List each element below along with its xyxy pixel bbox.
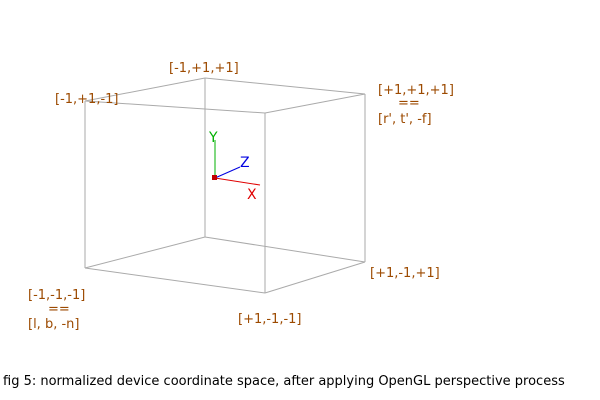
vertex-label-top-front-left: [-1,+1,+1] <box>169 61 239 76</box>
vertex-label-top-front-right: [+1,+1,+1] <box>378 83 454 98</box>
figure-caption: fig 5: normalized device coordinate spac… <box>3 374 565 389</box>
cube-wireframe <box>84 77 366 294</box>
cube-edge <box>204 77 366 95</box>
cube-edge <box>264 261 366 294</box>
vertex-label-top-front-right-equals: == <box>398 96 420 111</box>
vertex-label-bottom-back-left-equals: == <box>48 302 70 317</box>
cube-edge <box>84 267 266 294</box>
origin-point <box>212 175 217 180</box>
vertex-label-bottom-back-left: [-1,-1,-1] <box>28 288 85 303</box>
x-axis-line <box>214 177 261 186</box>
vertex-label-bottom-back-left-alias: [l, b, -n] <box>28 317 79 332</box>
cube-edge <box>264 93 366 114</box>
cube-edge <box>84 100 266 114</box>
cube-edge <box>204 236 366 263</box>
cube-edge <box>84 236 206 269</box>
vertex-label-bottom-front-right: [+1,-1,+1] <box>370 266 440 281</box>
coordinate-axes: X Y Z <box>208 130 261 203</box>
cube-edge <box>84 77 206 102</box>
vertex-labels: [-1,+1,-1] [-1,+1,+1] [+1,+1,+1] == [r',… <box>28 61 454 332</box>
vertex-label-top-front-right-alias: [r', t', -f] <box>378 112 432 127</box>
y-axis-label: Y <box>208 130 218 146</box>
z-axis-line <box>214 166 241 179</box>
z-axis-label: Z <box>240 155 250 171</box>
vertex-label-bottom-back-right: [+1,-1,-1] <box>238 312 302 327</box>
vertex-label-top-back-left: [-1,+1,-1] <box>55 92 119 107</box>
x-axis-label: X <box>247 187 257 203</box>
